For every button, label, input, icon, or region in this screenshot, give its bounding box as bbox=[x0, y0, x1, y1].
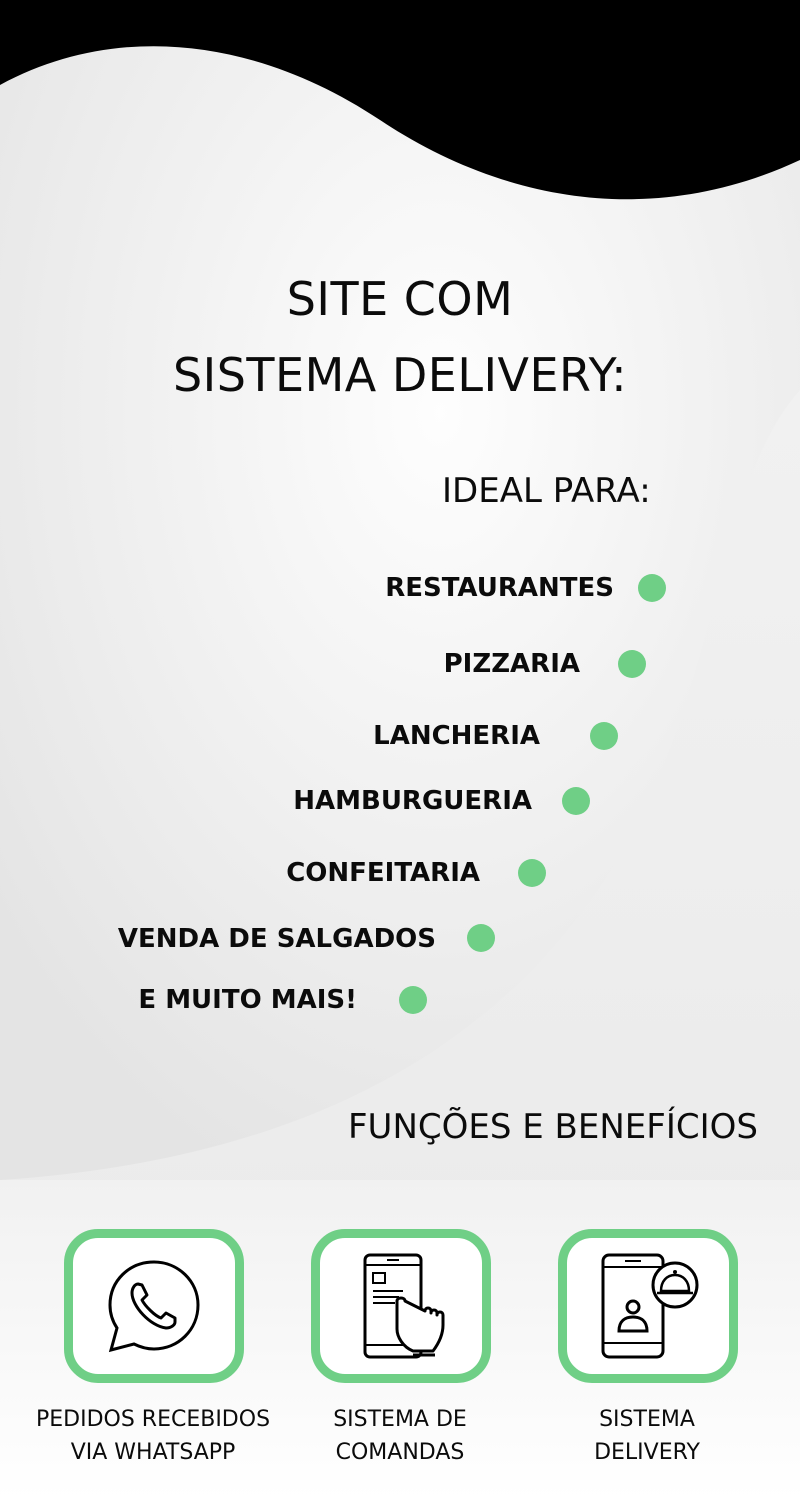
benefits-heading: FUNÇÕES E BENEFÍCIOS bbox=[348, 1107, 758, 1147]
page-title-line1: SITE COM bbox=[286, 272, 514, 326]
bullet-dot bbox=[562, 787, 590, 815]
bullet-dot bbox=[399, 986, 427, 1014]
benefit-caption-whatsapp: PEDIDOS RECEBIDOS VIA WHATSAPP bbox=[35, 1407, 271, 1465]
list-item: VENDA DE SALGADOS bbox=[117, 924, 436, 954]
bullet-dot bbox=[618, 650, 646, 678]
whatsapp-icon bbox=[108, 1260, 200, 1353]
bullet-dot bbox=[467, 924, 495, 952]
list-item: LANCHERIA bbox=[373, 721, 540, 751]
ideal-for-heading: IDEAL PARA: bbox=[442, 471, 651, 511]
page-title-line2: SISTEMA DELIVERY: bbox=[172, 348, 628, 402]
benefit-caption-delivery: SISTEMA DELIVERY bbox=[594, 1407, 700, 1465]
phone-touch-icon bbox=[363, 1253, 445, 1359]
bullet-dot bbox=[518, 859, 546, 887]
benefit-card-comandas bbox=[311, 1229, 491, 1383]
delivery-phone-icon bbox=[601, 1253, 699, 1359]
benefit-card-delivery bbox=[558, 1229, 738, 1383]
list-item: CONFEITARIA bbox=[286, 858, 480, 888]
benefit-caption-comandas: SISTEMA DE COMANDAS bbox=[333, 1407, 467, 1465]
bullet-dot bbox=[590, 722, 618, 750]
list-item: E MUITO MAIS! bbox=[138, 985, 357, 1015]
list-item: PIZZARIA bbox=[443, 649, 580, 679]
list-item: RESTAURANTES bbox=[385, 573, 614, 603]
bullet-dot bbox=[638, 574, 666, 602]
list-item: HAMBURGUERIA bbox=[293, 786, 532, 816]
benefit-card-whatsapp bbox=[64, 1229, 244, 1383]
